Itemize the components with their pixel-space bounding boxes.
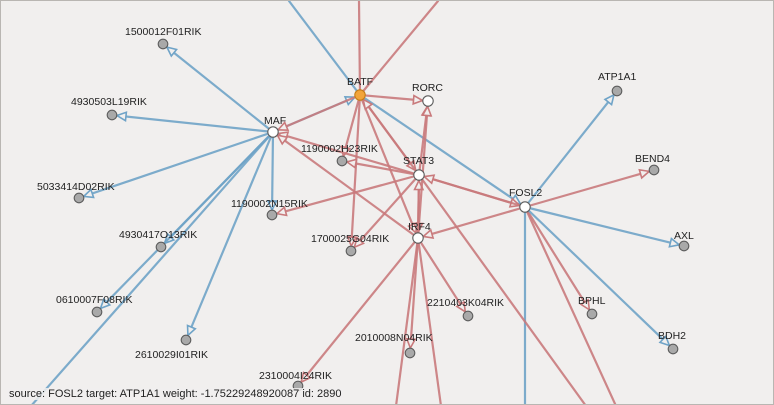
node-rorc[interactable] — [422, 95, 434, 107]
edges-layer — [31, 1, 681, 405]
node-label-4930417o13rik: 4930417O13RIK — [119, 229, 197, 241]
offscreen-edge-irf4-6[interactable] — [416, 236, 442, 405]
node-1500012f01rik[interactable] — [157, 38, 169, 50]
node-label-axl: AXL — [674, 230, 694, 242]
node-irf4[interactable] — [412, 232, 424, 244]
node-label-bphl: BPHL — [578, 295, 606, 307]
node-4930417o13rik[interactable] — [155, 241, 167, 253]
edge-info-status: source: FOSL2 target: ATP1A1 weight: -1.… — [7, 388, 344, 400]
edge-irf4-to-2310004i24rik[interactable] — [299, 236, 420, 384]
node-fosl2[interactable] — [519, 201, 531, 213]
node-label-rorc: RORC — [412, 82, 443, 94]
edge-batf-to-1700025g04rik[interactable] — [346, 93, 362, 248]
node-label-2010008n04rik: 2010008N04RIK — [355, 332, 433, 344]
node-atp1a1[interactable] — [611, 85, 623, 97]
node-2010008n04rik[interactable] — [404, 347, 416, 359]
edge-stat3-to-1700025g04rik[interactable] — [353, 173, 421, 249]
node-label-atp1a1: ATP1A1 — [598, 71, 636, 83]
node-label-2310004i24rik: 2310004I24RIK — [259, 370, 332, 382]
offscreen-edge-irf4-5[interactable] — [395, 236, 420, 405]
nodes-layer — [73, 38, 690, 392]
edge-fosl2-to-atp1a1[interactable] — [523, 93, 616, 209]
edge-irf4-to-2210403k04rik[interactable] — [416, 236, 467, 314]
node-label-5033414d02rik: 5033414D02RIK — [37, 181, 115, 193]
node-4930503l19rik[interactable] — [106, 109, 118, 121]
node-label-1190002n15rik: 1190002N15RIK — [231, 198, 308, 210]
edge-fosl2-to-bphl[interactable] — [523, 205, 591, 312]
edge-maf-to-2610029i01rik[interactable] — [186, 130, 275, 338]
edge-fosl2-to-irf4[interactable] — [421, 205, 527, 239]
edge-batf-to-maf[interactable] — [276, 93, 362, 132]
offscreen-edge-stat3-7[interactable] — [417, 173, 586, 405]
edge-stat3-to-batf[interactable] — [362, 97, 421, 177]
edge-maf-to-1500012f01rik[interactable] — [165, 45, 275, 134]
node-bend4[interactable] — [648, 164, 660, 176]
edge-maf-to-5033414d02rik[interactable] — [81, 130, 275, 199]
node-label-irf4: IRF4 — [408, 221, 431, 233]
node-2210403k04rik[interactable] — [462, 310, 474, 322]
node-bphl[interactable] — [586, 308, 598, 320]
offscreen-edge-fosl2-4[interactable] — [523, 205, 617, 405]
edge-batf-to-rorc[interactable] — [358, 93, 425, 106]
node-label-maf: MAF — [264, 115, 286, 127]
node-1700025g04rik[interactable] — [345, 245, 357, 257]
node-stat3[interactable] — [413, 169, 425, 181]
node-bdh2[interactable] — [667, 343, 679, 355]
edge-fosl2-to-bend4[interactable] — [523, 168, 652, 209]
node-5033414d02rik[interactable] — [73, 192, 85, 204]
node-label-stat3: STAT3 — [403, 155, 434, 167]
edge-maf-to-0610007f08rik[interactable] — [99, 130, 275, 310]
edge-fosl2-to-axl[interactable] — [523, 205, 681, 248]
node-label-2210403k04rik: 2210403K04RIK — [427, 297, 504, 309]
node-0610007f08rik[interactable] — [91, 306, 103, 318]
offscreen-edge-maf-8[interactable] — [31, 130, 275, 405]
node-batf[interactable] — [354, 89, 366, 101]
edge-batf-to-fosl2[interactable] — [358, 93, 523, 206]
node-label-1700025g04rik: 1700025G04RIK — [311, 233, 389, 245]
edge-stat3-to-1190002h23rik[interactable] — [345, 158, 421, 177]
node-label-batf: BATF — [347, 76, 373, 88]
edge-fosl2-to-stat3[interactable] — [422, 174, 527, 209]
node-label-0610007f08rik: 0610007F08RIK — [56, 294, 132, 306]
edge-maf-to-4930503l19rik[interactable] — [115, 111, 275, 134]
edge-maf-to-1190002n15rik[interactable] — [266, 130, 278, 212]
offscreen-edge-batf-2[interactable] — [358, 1, 440, 97]
node-label-fosl2: FOSL2 — [509, 187, 542, 199]
edge-irf4-to-maf[interactable] — [275, 134, 420, 240]
node-label-2610029i01rik: 2610029I01RIK — [135, 349, 208, 361]
node-label-4930503l19rik: 4930503L19RIK — [71, 96, 147, 108]
node-1190002h23rik[interactable] — [336, 155, 348, 167]
node-label-bdh2: BDH2 — [658, 330, 686, 342]
edge-irf4-to-2010008n04rik[interactable] — [405, 236, 420, 350]
node-axl[interactable] — [678, 240, 690, 252]
node-label-1190002h23rik: 1190002H23RIK — [301, 143, 378, 155]
offscreen-edge-batf-0[interactable] — [287, 1, 362, 97]
node-label-1500012f01rik: 1500012F01RIK — [125, 26, 201, 38]
node-maf[interactable] — [267, 126, 279, 138]
node-label-bend4: BEND4 — [635, 153, 670, 165]
edge-fosl2-to-bdh2[interactable] — [523, 205, 671, 347]
node-2610029i01rik[interactable] — [180, 334, 192, 346]
node-1190002n15rik[interactable] — [266, 209, 278, 221]
offscreen-edge-batf-1[interactable] — [357, 1, 362, 97]
edge-stat3-to-1190002n15rik[interactable] — [274, 173, 421, 217]
